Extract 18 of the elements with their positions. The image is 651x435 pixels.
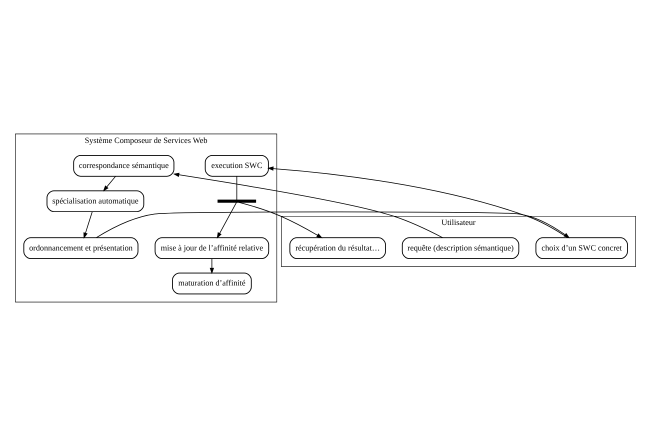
node-box: ordonnancement et présentation bbox=[23, 236, 138, 258]
node-box: correspondance sémantique bbox=[73, 154, 174, 176]
node-box: maturation d’affinité bbox=[172, 272, 252, 294]
node-box: choix d’un SWC concret bbox=[535, 236, 628, 258]
node-box: spécialisation automatique bbox=[46, 190, 144, 212]
node-box: mise à jour de l’affinité relative bbox=[154, 236, 270, 258]
arrow bbox=[210, 258, 214, 274]
node-box: requête (description sémantique) bbox=[402, 236, 520, 258]
connector bbox=[236, 175, 238, 200]
node-bar bbox=[218, 199, 256, 202]
arrow bbox=[238, 201, 323, 238]
node-box: execution SWC bbox=[204, 154, 269, 176]
arrow bbox=[173, 172, 444, 238]
node-box: récupération du résultat… bbox=[289, 236, 386, 258]
arrow bbox=[267, 166, 568, 238]
arrow bbox=[84, 210, 93, 238]
arrow bbox=[102, 175, 116, 191]
arrow bbox=[216, 202, 237, 238]
